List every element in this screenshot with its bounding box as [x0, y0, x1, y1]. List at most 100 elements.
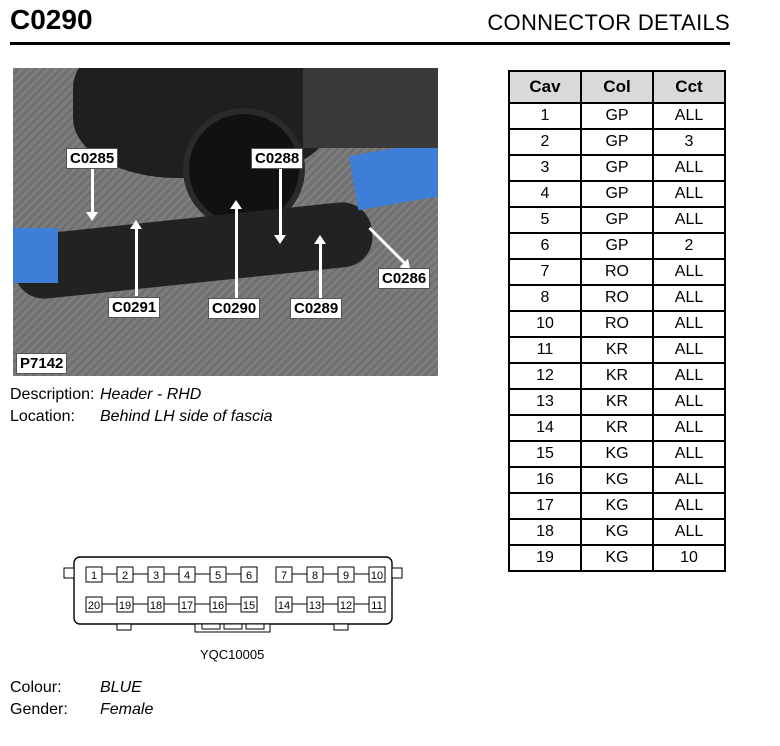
cell-col: KR: [580, 336, 654, 364]
arrow-c0286: [368, 226, 406, 265]
colour-row: Colour:BLUE: [10, 679, 142, 697]
cell-col: KR: [580, 388, 654, 416]
description-value: Header - RHD: [100, 386, 202, 403]
cell-cct: ALL: [652, 154, 726, 182]
arrow-c0290: [230, 200, 242, 298]
table-header-row: Cav Col Cct: [508, 70, 726, 104]
cell-col: KG: [580, 544, 654, 572]
cell-col: GP: [580, 102, 654, 130]
connector-photo: C0285 C0288 C0286 C0291 C0290 C0289 P714…: [13, 68, 438, 376]
pin-pins_top-2: 3: [147, 566, 165, 583]
cell-cct: ALL: [652, 492, 726, 520]
cell-cct: 3: [652, 128, 726, 156]
pin-pins_bottom-8: 12: [337, 596, 355, 613]
pin-pins_bottom-1: 19: [116, 596, 134, 613]
cell-col: KR: [580, 414, 654, 442]
header-cav: Cav: [508, 70, 582, 104]
cell-cct: ALL: [652, 206, 726, 234]
cell-cav: 8: [508, 284, 582, 312]
cell-cav: 17: [508, 492, 582, 520]
location-row: Location: Behind LH side of fascia: [10, 408, 273, 426]
connector-part-number: YQC10005: [200, 647, 265, 662]
cell-cav: 13: [508, 388, 582, 416]
arrow-c0289: [314, 235, 326, 298]
pin-number: 18: [150, 600, 162, 612]
page-heading: CONNECTOR DETAILS: [487, 10, 730, 35]
connector-title: C0290: [10, 4, 93, 35]
cell-cav: 7: [508, 258, 582, 286]
pin-number: 11: [371, 600, 382, 612]
cell-col: RO: [580, 284, 654, 312]
gender-value: Female: [100, 701, 154, 718]
callout-c0288: C0288: [251, 148, 304, 169]
cell-cct: ALL: [652, 258, 726, 286]
callout-c0286: C0286: [378, 268, 431, 289]
callout-c0289: C0289: [290, 298, 343, 319]
pin-number: 16: [212, 600, 224, 612]
cell-cav: 6: [508, 232, 582, 260]
tape-left-shape: [13, 228, 58, 283]
pin-number: 7: [281, 570, 287, 582]
pin-pins_top-1: 2: [116, 566, 134, 583]
pin-number: 17: [181, 600, 193, 612]
pin-pins_bottom-2: 18: [147, 596, 165, 613]
photo-ref: P7142: [16, 353, 68, 374]
cell-cav: 18: [508, 518, 582, 546]
pin-number: 4: [184, 570, 190, 582]
cell-cct: 10: [652, 544, 726, 572]
cell-cav: 19: [508, 544, 582, 572]
location-value: Behind LH side of fascia: [100, 408, 273, 425]
cell-cav: 1: [508, 102, 582, 130]
cell-cav: 5: [508, 206, 582, 234]
pin-number: 15: [243, 600, 255, 612]
cell-cct: ALL: [652, 336, 726, 364]
cell-cct: ALL: [652, 466, 726, 494]
arrow-c0288: [274, 168, 286, 244]
pin-number: 3: [153, 570, 159, 582]
cell-cct: ALL: [652, 388, 726, 416]
cell-col: GP: [580, 180, 654, 208]
location-label: Location:: [10, 408, 75, 425]
pin-number: 20: [88, 600, 100, 612]
cell-col: KG: [580, 466, 654, 494]
cell-cct: ALL: [652, 362, 726, 390]
pin-number: 8: [312, 570, 318, 582]
pin-number: 9: [343, 570, 349, 582]
pin-pins_top-7: 8: [306, 566, 324, 583]
callout-c0290: C0290: [208, 298, 261, 319]
gender-row: Gender:Female: [10, 701, 153, 719]
header-rule: [10, 42, 730, 45]
cell-cav: 3: [508, 154, 582, 182]
pin-pins_bottom-6: 14: [275, 596, 293, 613]
header-col: Col: [580, 70, 654, 104]
cell-cav: 16: [508, 466, 582, 494]
pin-number: 19: [119, 600, 131, 612]
pin-pins_bottom-3: 17: [178, 596, 196, 613]
pin-pins_bottom-5: 15: [240, 596, 258, 613]
cell-cct: ALL: [652, 284, 726, 312]
pin-number: 10: [371, 570, 383, 582]
pin-pins_top-0: 1: [85, 566, 103, 583]
cell-col: GP: [580, 206, 654, 234]
cell-col: KG: [580, 440, 654, 468]
colour-label: Colour:: [10, 679, 62, 696]
cell-cct: ALL: [652, 180, 726, 208]
cell-col: KG: [580, 518, 654, 546]
pin-pins_bottom-0: 20: [85, 596, 103, 613]
tape-right-shape: [348, 140, 438, 211]
header-cct: Cct: [652, 70, 726, 104]
cell-col: KR: [580, 362, 654, 390]
